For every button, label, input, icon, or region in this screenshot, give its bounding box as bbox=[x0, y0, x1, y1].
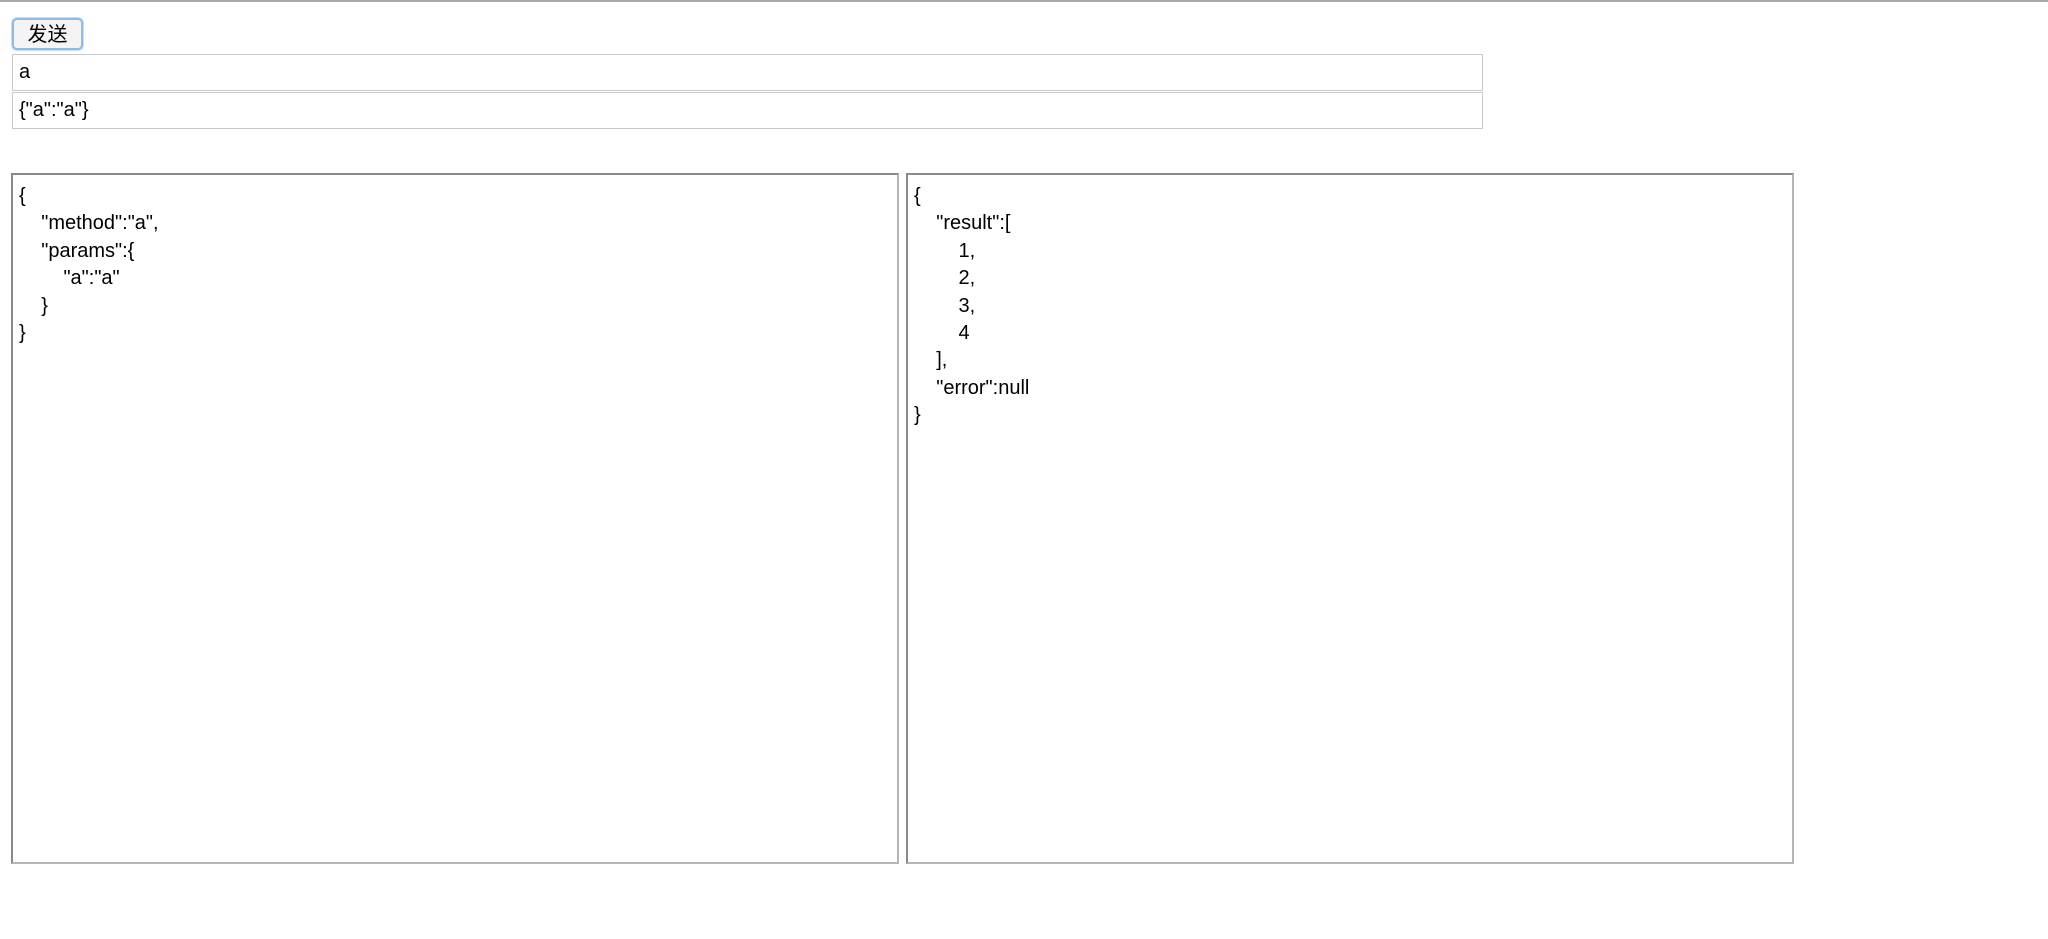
request-json-panel[interactable]: { "method":"a", "params":{ "a":"a" } } bbox=[11, 173, 899, 864]
params-input[interactable]: {"a":"a"} bbox=[12, 92, 1483, 129]
method-input[interactable]: a bbox=[12, 54, 1483, 91]
response-json-panel[interactable]: { "result":[ 1, 2, 3, 4 ], "error":null … bbox=[906, 173, 1794, 864]
top-divider bbox=[0, 0, 2048, 2]
send-button[interactable]: 发送 bbox=[12, 18, 83, 50]
